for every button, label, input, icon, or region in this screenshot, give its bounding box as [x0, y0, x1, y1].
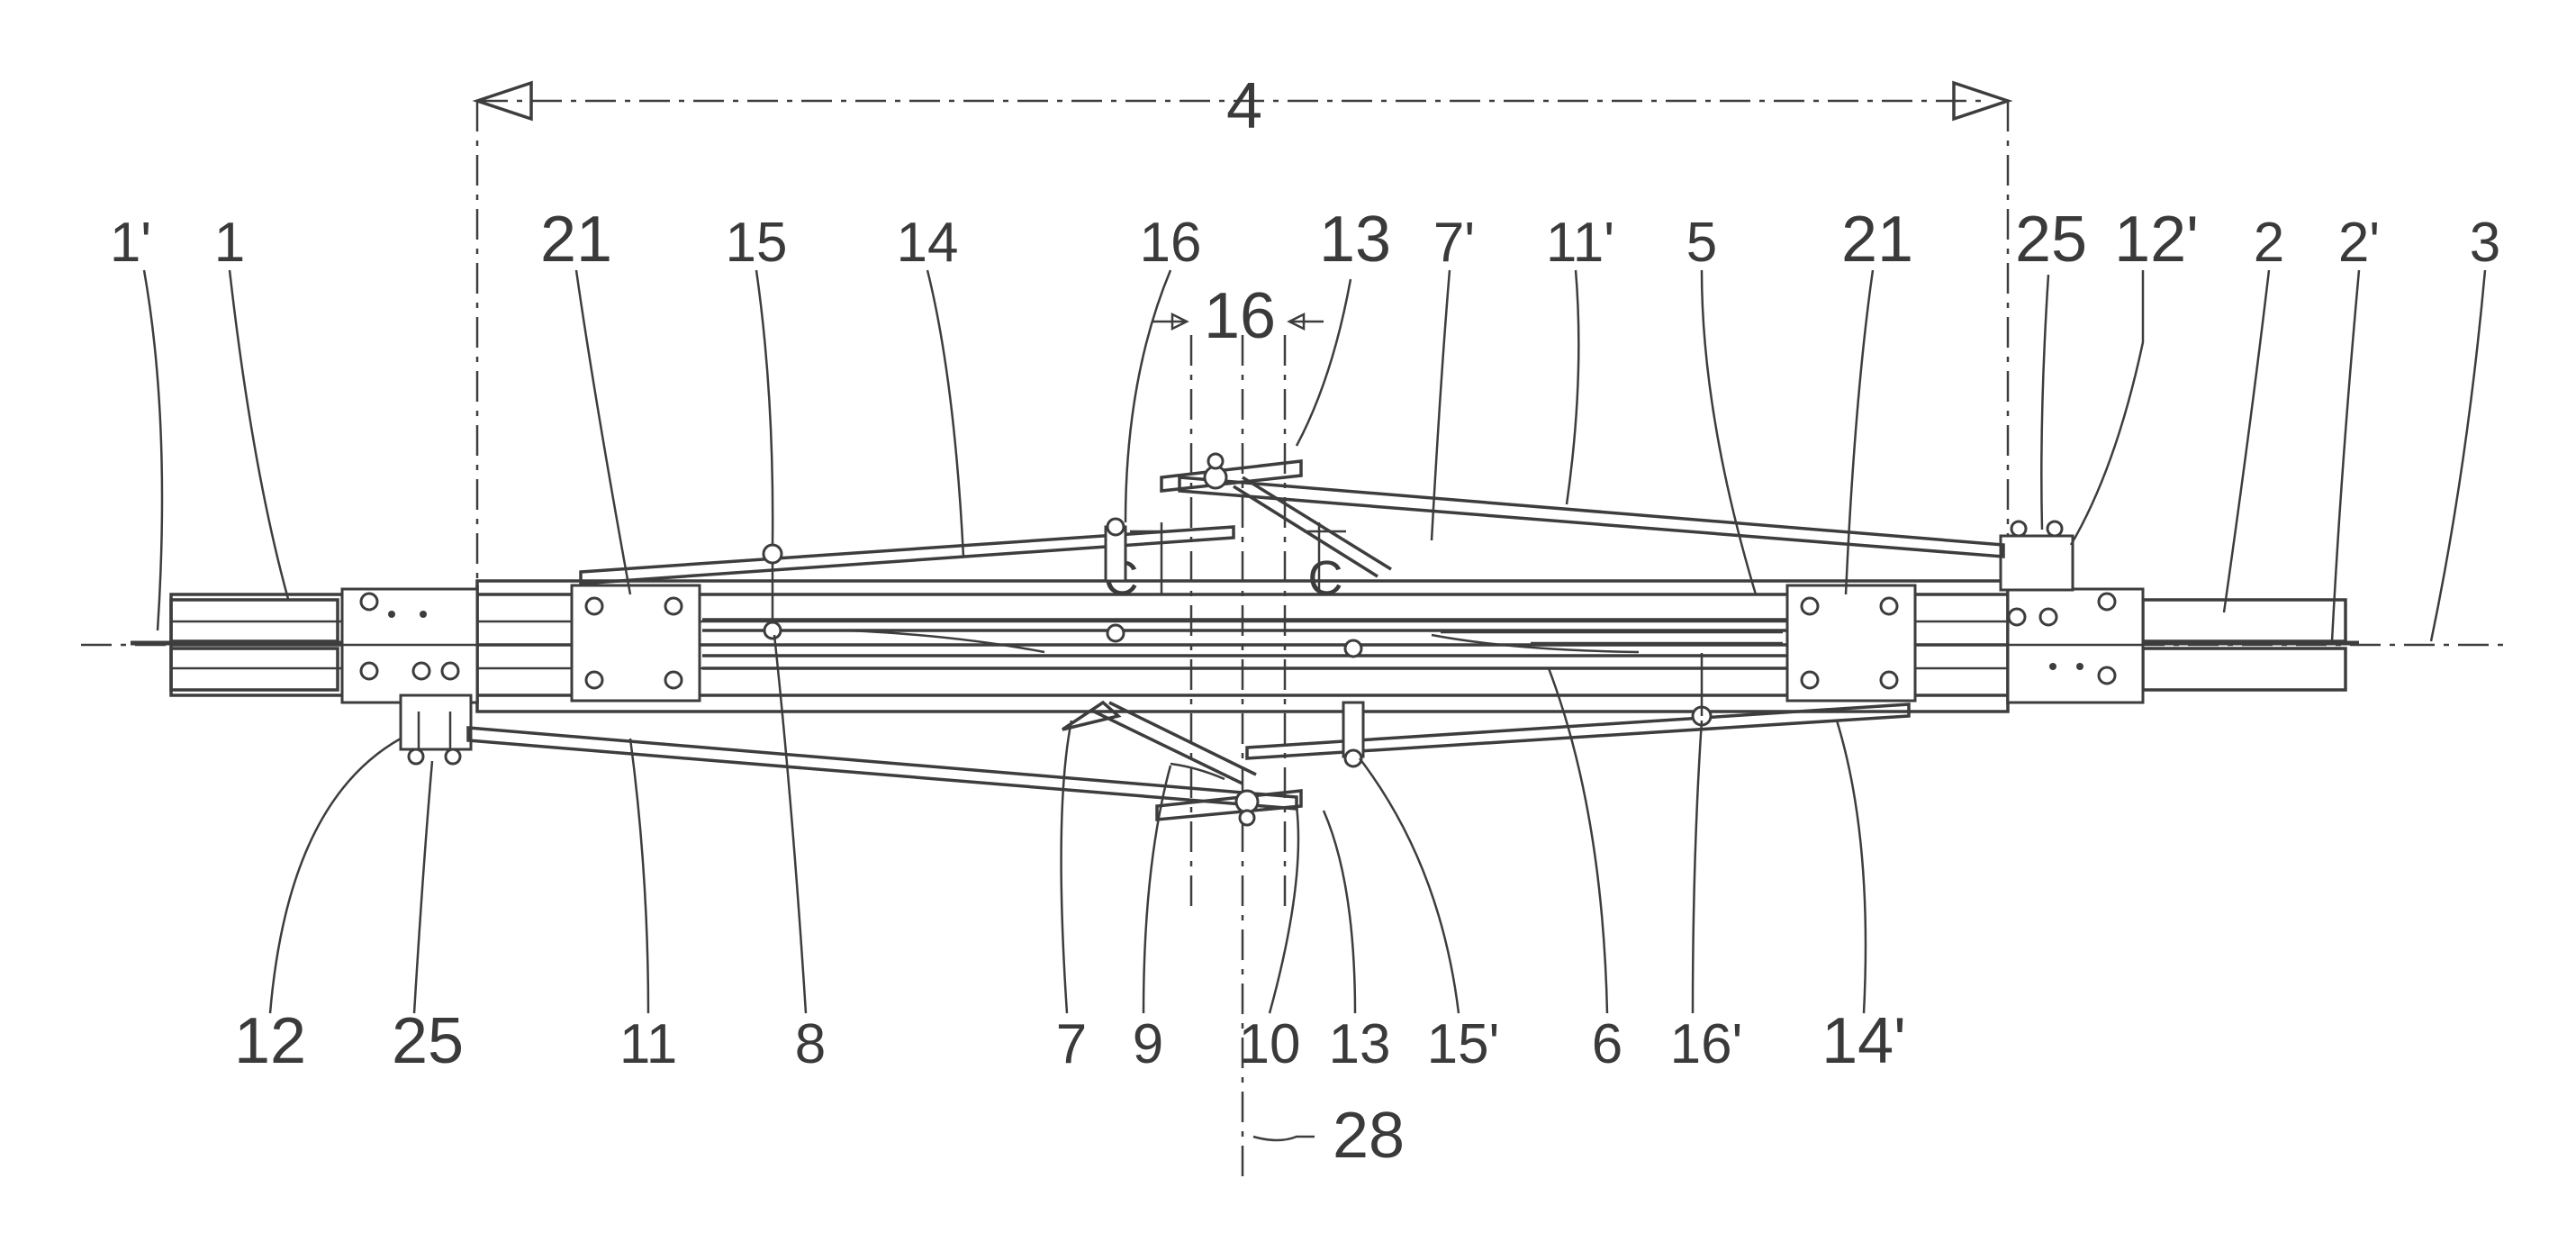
leader-28 — [1253, 1137, 1315, 1140]
label-10: 10 — [1239, 1013, 1301, 1075]
strut-11p — [1180, 477, 2003, 557]
label-13-top: 13 — [1319, 204, 1391, 276]
label-21-left: 21 — [540, 204, 612, 276]
label-1: 1 — [214, 212, 245, 274]
plate-21-left — [572, 585, 700, 701]
hub-13-top — [1161, 454, 1391, 576]
label-1p: 1' — [110, 212, 151, 274]
label-dimension-4: 4 — [1226, 70, 1262, 142]
label-15p: 15' — [1427, 1013, 1500, 1075]
label-14p: 14' — [1821, 1005, 1906, 1077]
label-7p: 7' — [1433, 212, 1475, 274]
label-8: 8 — [795, 1013, 826, 1075]
label-25-bottom: 25 — [392, 1005, 464, 1077]
post-15p — [1343, 640, 1363, 766]
label-axis-28: 28 — [1333, 1100, 1405, 1172]
label-16p: 16' — [1670, 1013, 1743, 1075]
label-15: 15 — [726, 212, 788, 274]
bracket-25-left — [401, 695, 471, 764]
label-13-bottom: 13 — [1329, 1013, 1391, 1075]
label-12: 12 — [234, 1005, 306, 1077]
dimension-line-4 — [477, 83, 2008, 694]
label-3: 3 — [2470, 212, 2500, 274]
label-section-c-right: C — [1308, 551, 1343, 605]
label-25-top: 25 — [2015, 204, 2087, 276]
label-2p: 2' — [2338, 212, 2380, 274]
label-section-16: 16 — [1204, 280, 1276, 352]
post-16 — [1106, 519, 1125, 641]
label-5: 5 — [1686, 212, 1717, 274]
strut-11 — [468, 728, 1297, 809]
bracket-25-right — [2001, 521, 2073, 590]
label-11p: 11' — [1546, 212, 1614, 274]
label-7: 7 — [1056, 1013, 1087, 1075]
plate-21-right — [1787, 585, 1915, 701]
label-16-top: 16 — [1140, 212, 1202, 274]
label-11: 11 — [619, 1013, 677, 1075]
label-9: 9 — [1133, 1013, 1163, 1075]
label-6: 6 — [1592, 1013, 1622, 1075]
label-21-right: 21 — [1841, 204, 1913, 276]
label-2: 2 — [2254, 212, 2284, 274]
label-14: 14 — [897, 212, 959, 274]
label-12p: 12' — [2114, 204, 2199, 276]
